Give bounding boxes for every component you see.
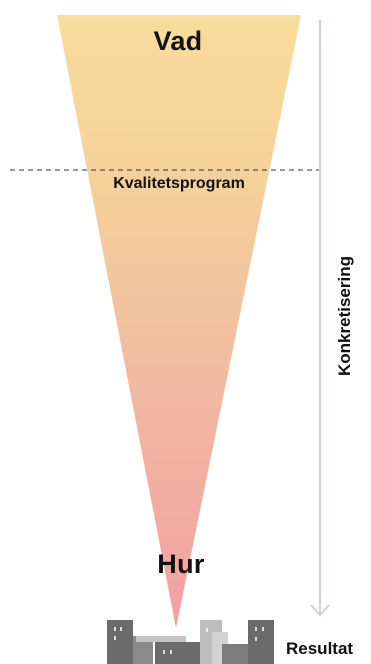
bottom-label-how: Hur	[157, 549, 205, 579]
top-label-what: Vad	[153, 26, 203, 56]
concretization-arrow-head	[310, 604, 330, 617]
buildings-illustration	[107, 620, 274, 664]
funnel-shape	[57, 15, 301, 628]
milestone-label-quality-program: Kvalitetsprogram	[113, 175, 245, 192]
axis-label-concretization: Konkretisering	[335, 256, 354, 376]
result-label: Resultat	[286, 639, 354, 658]
